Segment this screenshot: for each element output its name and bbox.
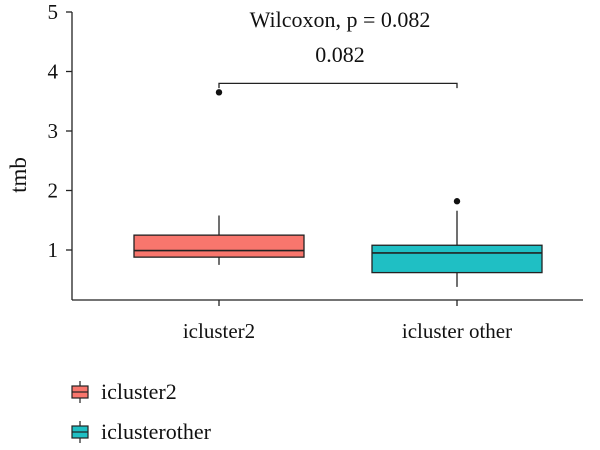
significance-bracket	[218, 82, 458, 89]
outlier-point	[215, 89, 223, 96]
box-iqr	[371, 244, 543, 274]
outlier-point	[453, 198, 461, 205]
bracket-p-value-label: 0.082	[315, 42, 365, 67]
legend: icluster2 iclusterother	[71, 379, 212, 444]
box-group-icluster2	[133, 89, 305, 265]
y-tick-label: 3	[48, 119, 59, 143]
significance-annotation: Wilcoxon, p = 0.082 0.082	[218, 7, 458, 89]
box-group-icluster-other	[371, 198, 543, 287]
legend-item: iclusterother	[71, 419, 212, 444]
y-tick-label: 1	[48, 238, 59, 262]
box-series	[133, 89, 543, 287]
x-axis: icluster2 icluster other	[72, 299, 583, 343]
y-tick-label: 5	[48, 0, 59, 24]
y-axis-title: tmb	[6, 157, 31, 193]
y-axis: 1 2 3 4 5	[48, 0, 73, 300]
box-iqr	[133, 234, 305, 258]
legend-label: icluster2	[101, 379, 177, 404]
legend-label: iclusterother	[101, 419, 212, 444]
wilcoxon-test-label: Wilcoxon, p = 0.082	[250, 7, 431, 32]
x-tick-label: icluster other	[402, 319, 512, 343]
y-tick-label: 2	[48, 179, 59, 203]
legend-item: icluster2	[71, 379, 177, 404]
y-tick-label: 4	[48, 60, 59, 84]
x-tick-label: icluster2	[183, 319, 255, 343]
